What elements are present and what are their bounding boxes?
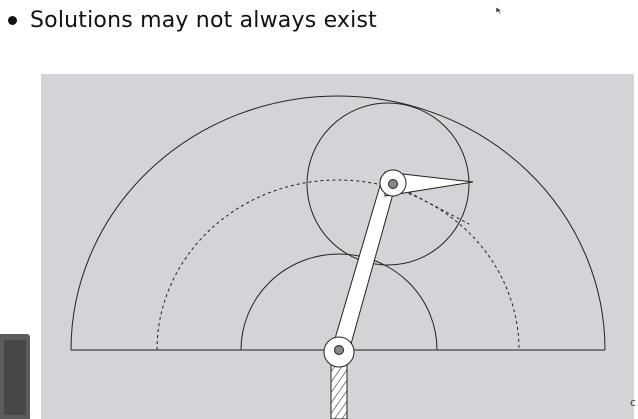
arm-link-1 [328,178,397,361]
outer-workspace-arc [70,95,606,351]
edge-text-fragment: c [630,396,637,409]
bullet-text: Solutions may not always exist [30,7,377,33]
dashed-elbow-arc [156,179,520,351]
inner-workspace-arc [240,253,438,351]
mouse-pointer-icon [495,0,505,19]
elbow-reach-circle [306,102,470,266]
presenter-video-thumbnail [0,334,30,419]
base-joint-icon [334,345,344,355]
robot-arm-workspace-figure [41,74,634,419]
presenter-video-frame [4,340,26,415]
bullet-dot-icon [8,16,17,25]
bullet-item: Solutions may not always exist [8,4,377,36]
elbow-joint-icon [388,179,398,189]
